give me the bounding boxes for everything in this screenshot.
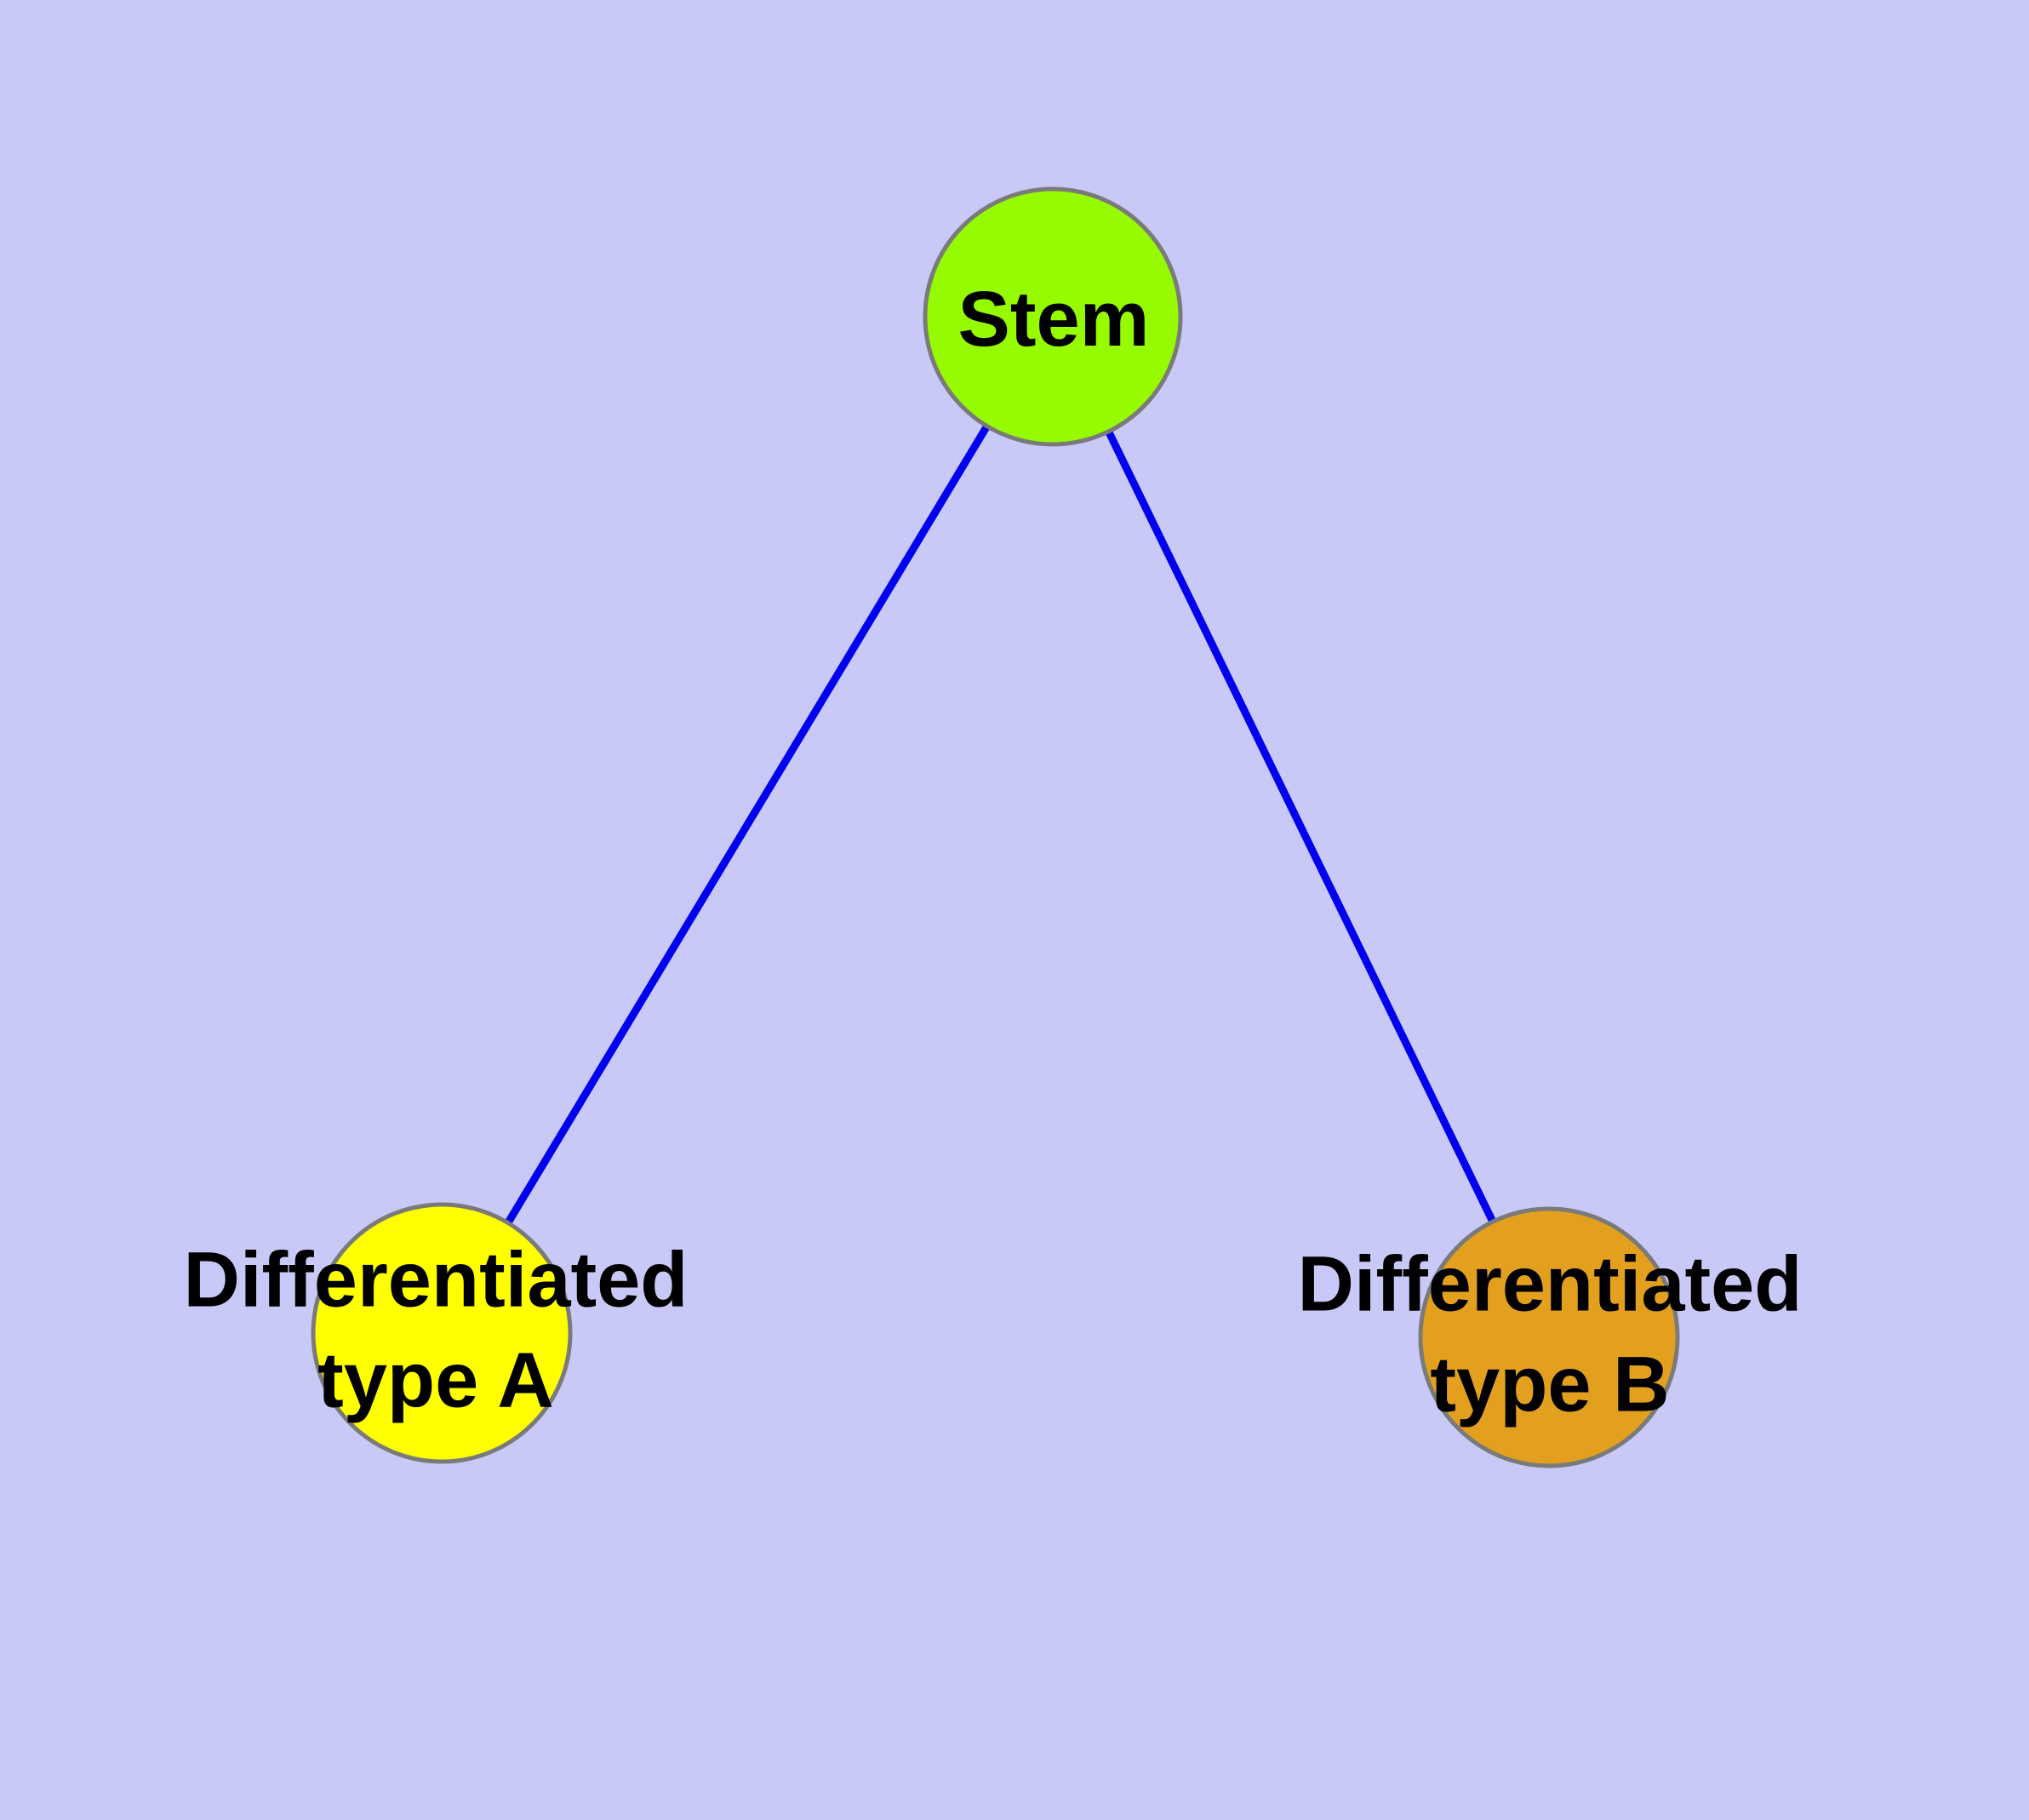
edge-stem-to-type-b	[1049, 315, 1553, 1339]
node-differentiated-type-a-label: Differentiated type A	[183, 1236, 689, 1423]
node-differentiated-type-b-label: Differentiated type B	[1297, 1240, 1803, 1428]
node-stem-label: Stem	[957, 276, 1150, 363]
edge-stem-to-type-a	[438, 314, 1056, 1336]
node-differentiated-type-a[interactable]	[311, 1202, 573, 1464]
node-differentiated-type-b[interactable]	[1418, 1206, 1680, 1468]
node-stem[interactable]	[923, 186, 1183, 447]
